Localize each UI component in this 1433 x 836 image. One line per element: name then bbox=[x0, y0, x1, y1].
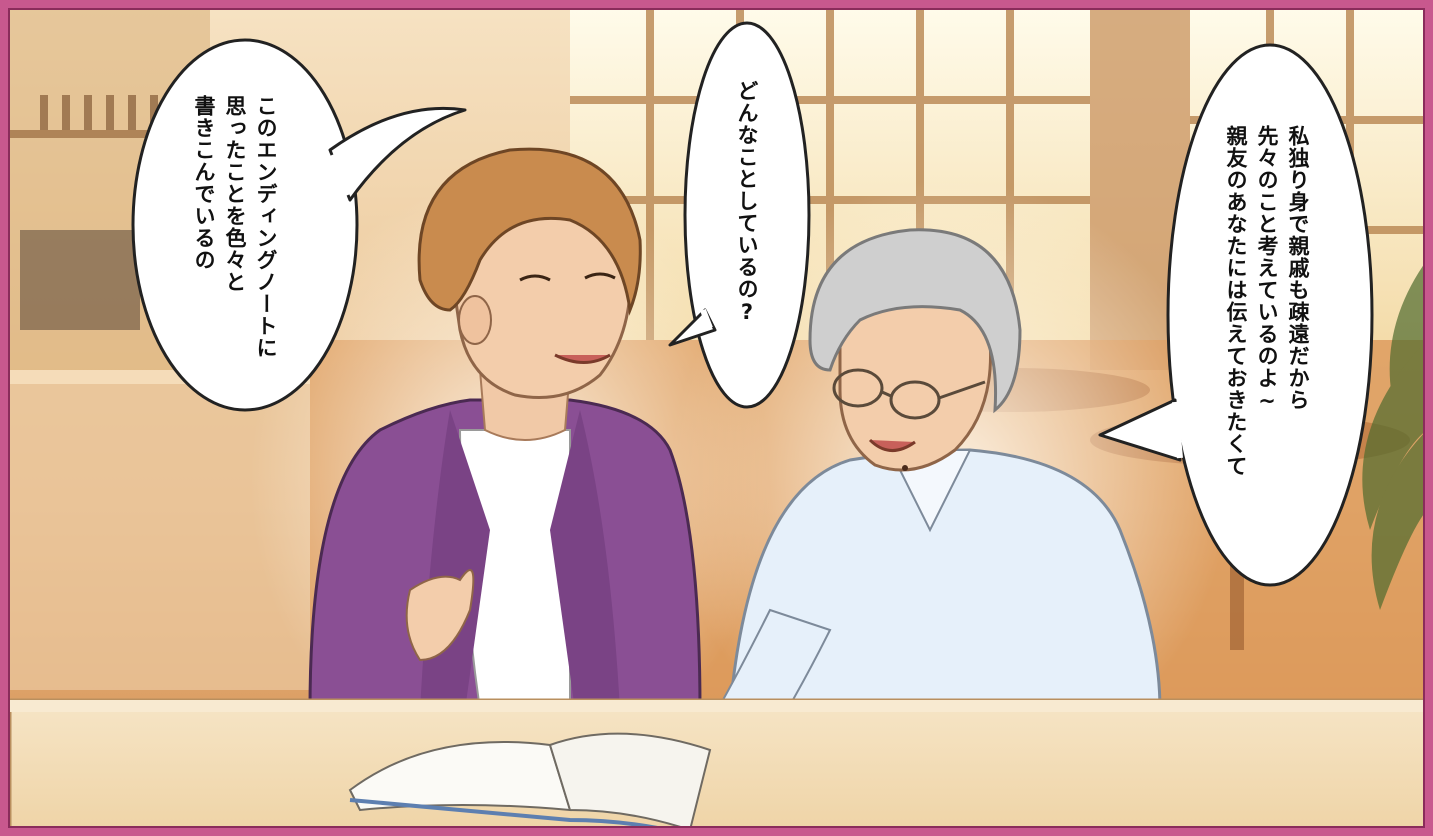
speech-line: 先々のこと考えているのよ~ bbox=[1255, 125, 1279, 414]
speech-line: どんなことしているの? bbox=[735, 80, 759, 325]
speech-line: このエンディングノートに bbox=[254, 95, 278, 359]
speech-line: 親友のあなたには伝えておきたくて bbox=[1224, 125, 1248, 477]
speech-bubble-right bbox=[1098, 43, 1374, 587]
bottles-on-shelf bbox=[40, 95, 158, 130]
cafe-scene-illustration bbox=[10, 10, 1423, 826]
speech-text-left: このエンディングノートに 思ったことを色々と 書きこんでいるの bbox=[188, 95, 281, 359]
plant bbox=[1362, 265, 1423, 610]
speech-line: 書きこんでいるの bbox=[192, 95, 216, 271]
glasses bbox=[832, 368, 986, 420]
woman-left bbox=[308, 147, 702, 712]
speech-line: 私独り身で親戚も疎遠だから bbox=[1286, 125, 1310, 411]
ending-notebook bbox=[348, 732, 712, 826]
table bbox=[10, 698, 1423, 826]
manga-panel: このエンディングノートに 思ったことを色々と 書きこんでいるの どんなことしてい… bbox=[8, 8, 1425, 828]
speech-bubble-middle bbox=[668, 21, 811, 409]
speech-text-right: 私独り身で親戚も疎遠だから 先々のこと考えているのよ~ 親友のあなたには伝えてお… bbox=[1220, 125, 1313, 477]
speech-text-middle: どんなことしているの? bbox=[731, 80, 762, 325]
coffee-machine bbox=[20, 230, 140, 330]
speech-line: 思ったことを色々と bbox=[223, 95, 247, 293]
woman-right bbox=[605, 228, 1162, 793]
speech-bubble-left bbox=[131, 38, 467, 412]
